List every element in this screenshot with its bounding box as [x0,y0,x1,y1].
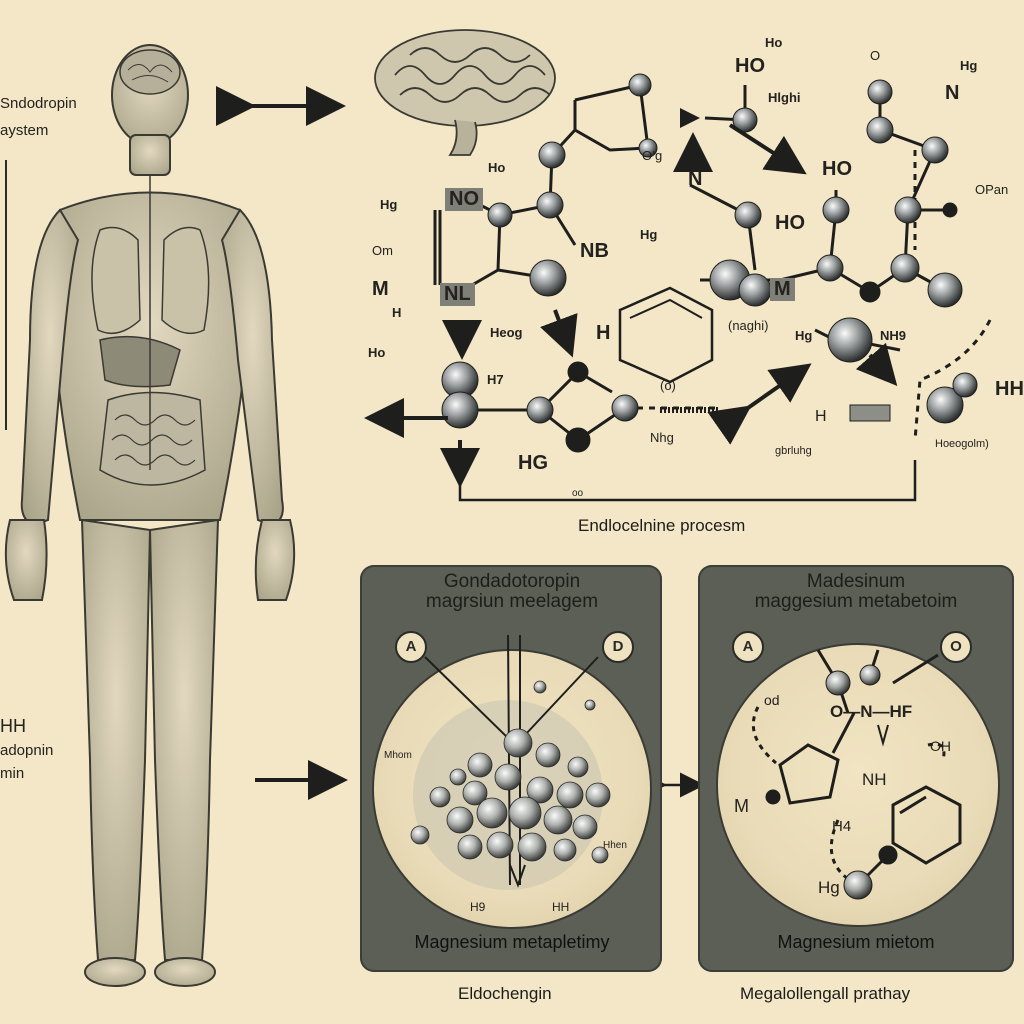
brain-illustration [374,29,556,156]
label-ho-right: HO [775,212,805,234]
panel-right-nh: NH [862,770,887,789]
label-o-top: O [870,48,881,63]
panel-left-inner-right: Hhen [603,840,627,851]
panel-right-badge-o: O [940,631,972,663]
label-ho-left: Ho [488,160,506,175]
left-label-bottom-1: HH [0,716,26,736]
lung-left [91,226,141,335]
label-hg-pin: Hg [795,328,813,343]
panel-right-hg: Hg [818,878,840,897]
panel-right-caption: Magnesium mietom [777,932,935,952]
label-h-dash: H [815,408,827,425]
process-bracket [458,460,917,502]
panel-right-od: od [764,692,780,708]
pathway-caption: Endlocelnine procesm [578,516,746,535]
label-ho-small: Ho [765,35,783,50]
label-gbtung: gbrluhg [775,445,812,457]
label-heg: Heog [490,325,523,340]
panel-right-badge-a: A [732,631,764,663]
panel-left-small-left: H9 [470,900,486,914]
lung-right [161,226,210,335]
label-hoegolm: Hoeogolm) [935,438,989,450]
left-label-top-1: Sndodropin [0,95,77,112]
label-no-box: NO [445,188,483,211]
panel-left-badge-a: A [395,631,427,663]
label-opan: OPan [975,182,1009,197]
label-ho-top: HO [735,55,765,77]
label-n-top-right: N [945,82,960,104]
left-label-bottom-2: adopnin [0,742,54,759]
label-nl-box: NL [440,283,475,306]
panel-right-oh: OH [930,738,951,754]
label-ho-ring: H [596,322,611,344]
panel-left-spheres [410,634,611,890]
label-h-left: H [392,305,402,320]
label-hh-right: HH [995,378,1024,400]
panel-left-caption: Magnesium metapletimy [414,932,610,952]
panel-left-small-right: HH [552,900,570,914]
label-high: Hlghi [768,90,801,105]
label-naghi: (naghi) [728,318,769,333]
label-nhg: Nhg [650,430,674,445]
left-label-bottom-3: min [0,765,25,782]
label-o-left: Om [372,243,393,258]
footer-right-caption: Megalollengall prathay [740,984,911,1003]
label-m-left: M [372,278,389,300]
label-hg-top-right: Hg [960,58,978,73]
label-n-mid: N [688,168,703,190]
label-h7: H7 [487,372,504,387]
panel-right-title: Madesinum maggesium metabetoim [754,571,958,612]
label-hg-mid: Hg [640,227,658,242]
panel-left-inner-left: Mhom [384,750,412,761]
label-nh9: NH9 [880,328,907,343]
liver [99,335,181,388]
molecule-atoms [441,73,978,453]
label-o-hg: O’g [642,148,663,163]
panel-right-onh: O—N—HF [830,702,913,721]
label-o-paren: (o) [660,378,676,393]
panel-left-badge-d: D [602,631,634,663]
left-label-top-2: aystem [0,122,49,139]
label-nb: NB [580,240,609,262]
label-hg-bottom: HG [518,452,548,474]
panel-right-h4: H4 [832,818,852,835]
label-o-bottom: oo [572,488,584,499]
label-hg-left: Hg [380,197,398,212]
footer-left-caption: Eldochengin [458,984,552,1003]
panel-right-molecule [751,649,962,900]
panel-right-m: M [734,796,749,816]
panel-left-title: Gondadotoropin magrsiun meelagem [425,571,599,612]
label-ho-mid: HO [822,158,852,180]
label-ho-lower: Ho [368,345,386,360]
label-m-box: M [770,278,795,301]
